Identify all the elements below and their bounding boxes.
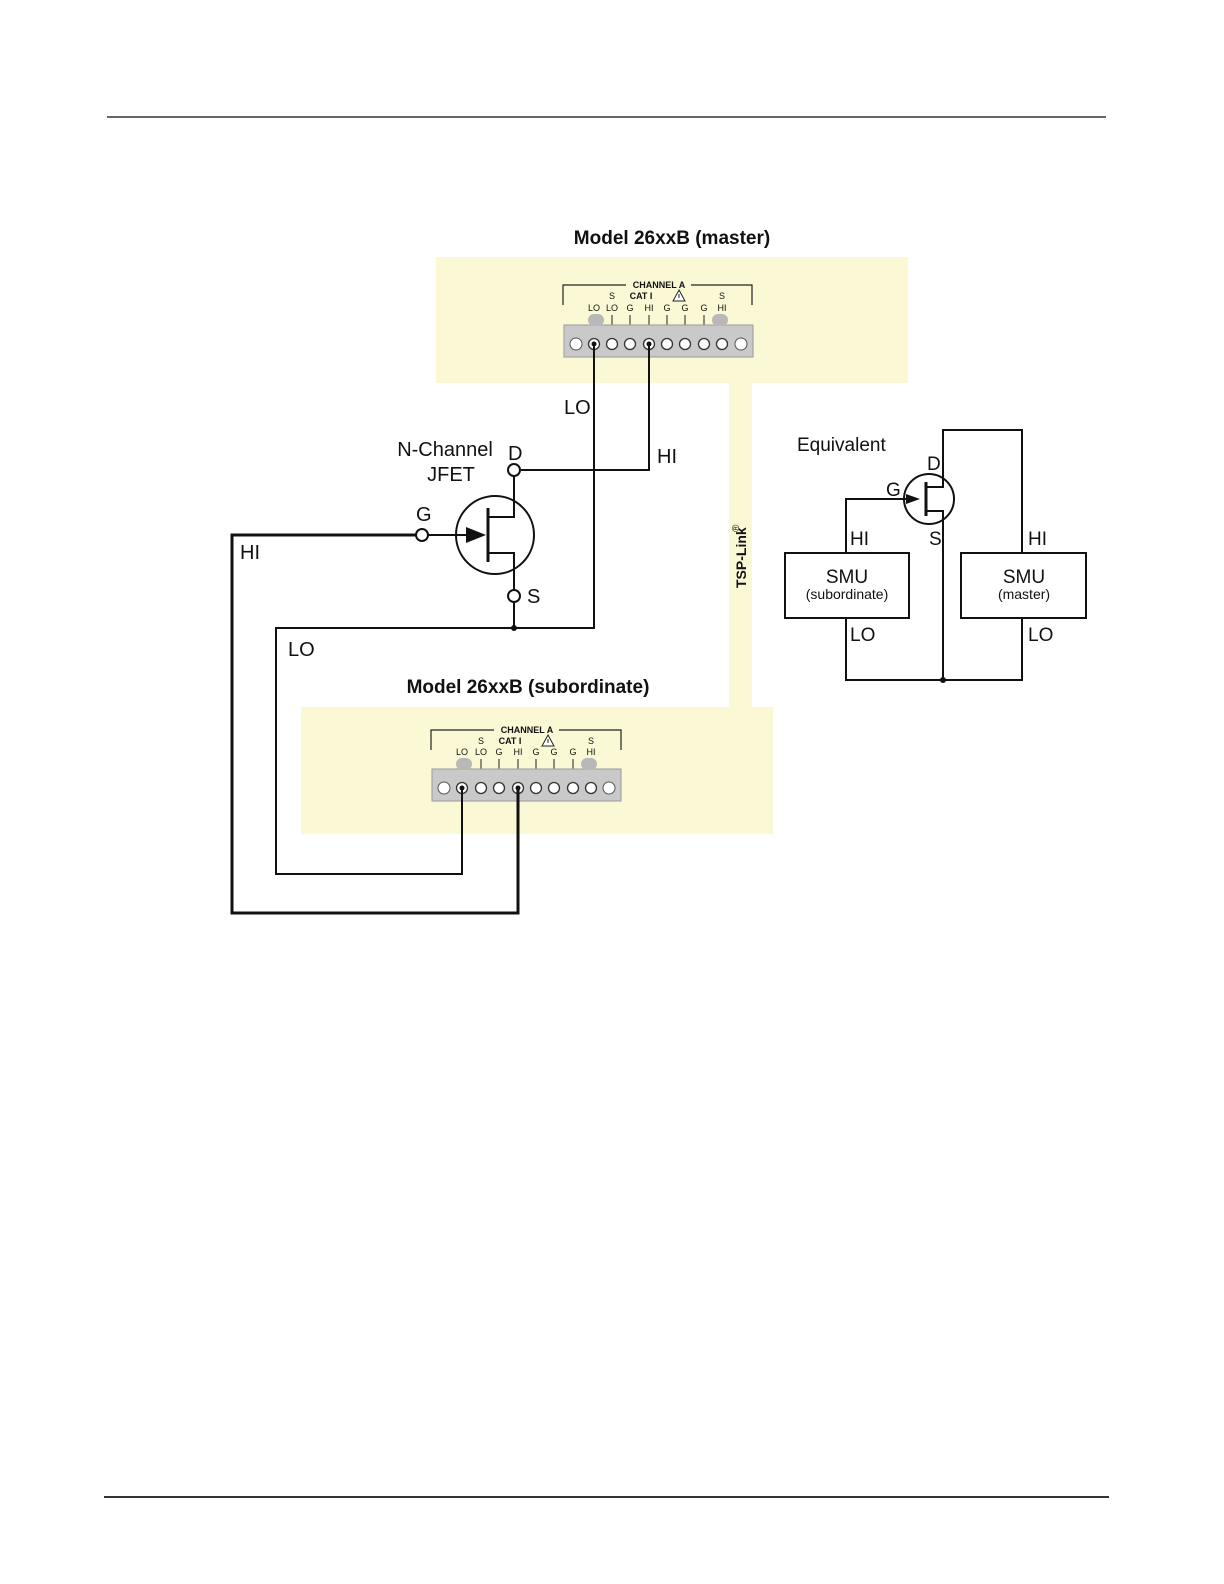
master-lo-wire	[514, 344, 594, 628]
master-terminal-label-7: G	[700, 303, 707, 313]
tsp-link-label: TSP-Link ®	[731, 524, 749, 588]
sub-channel-header: CHANNEL A	[501, 725, 554, 735]
eq-drain-label: D	[927, 454, 941, 475]
sub-sense-label-1: S	[478, 736, 484, 746]
master-terminal-label-3: G	[626, 303, 633, 313]
sub-terminal-label-4: HI	[514, 747, 523, 757]
equivalent-title: Equivalent	[797, 435, 886, 456]
master-sense-label-1: S	[609, 291, 615, 301]
master-terminal-label-4: HI	[645, 303, 654, 313]
jfet-source-node	[508, 590, 520, 602]
tsp-link-registered: ®	[731, 524, 742, 532]
master-hi-label: HI	[657, 446, 677, 468]
jfet-gate-node	[416, 529, 428, 541]
jfet-drain-node	[508, 464, 520, 476]
eq-sub-lo-label: LO	[850, 625, 875, 646]
smu-subordinate-role: (subordinate)	[806, 586, 889, 602]
tsp-link-text: TSP-Link	[733, 527, 749, 588]
jfet-gate-label: G	[416, 504, 432, 526]
master-title: Model 26xxB (master)	[574, 228, 770, 249]
jfet-name-line1: N-Channel	[397, 439, 493, 461]
sub-hi-label: HI	[240, 542, 260, 564]
eq-gate-label: G	[886, 480, 901, 501]
sub-terminal-label-5: G	[532, 747, 539, 757]
sub-cat-label: CAT I	[499, 736, 522, 746]
eq-lo-junction	[940, 677, 946, 683]
master-terminal-label-1: LO	[588, 303, 600, 313]
eq-master-lo-label: LO	[1028, 625, 1053, 646]
master-sense-label-2: S	[719, 291, 725, 301]
eq-master-hi-label: HI	[1028, 529, 1047, 550]
equivalent-circuit: Equivalent D G S SMU (subordinate) SMU (…	[785, 430, 1086, 683]
sub-terminal-label-3: G	[495, 747, 502, 757]
subordinate-title: Model 26xxB (subordinate)	[407, 677, 650, 698]
sub-terminal-label-8: HI	[587, 747, 596, 757]
smu-subordinate-name: SMU	[826, 567, 868, 588]
master-cat-label: CAT I	[630, 291, 653, 301]
jfet-drain-label: D	[508, 443, 522, 465]
sub-terminal-label-7: G	[569, 747, 576, 757]
master-panel	[436, 257, 908, 383]
eq-sub-hi-label: HI	[850, 529, 869, 550]
eq-source-label: S	[929, 529, 942, 550]
smu-master-name: SMU	[1003, 567, 1045, 588]
source-junction	[511, 625, 517, 631]
sub-terminal-label-1: LO	[456, 747, 468, 757]
sub-terminal-label-2: LO	[475, 747, 487, 757]
sub-terminal-label-6: G	[550, 747, 557, 757]
jfet-source-label: S	[527, 586, 540, 608]
sub-sense-label-2: S	[588, 736, 594, 746]
master-terminal-label-8: HI	[718, 303, 727, 313]
master-channel-header: CHANNEL A	[633, 280, 686, 290]
sub-lo-label: LO	[288, 639, 315, 661]
jfet-name-line2: JFET	[427, 464, 475, 486]
master-terminal-label-6: G	[681, 303, 688, 313]
master-lo-label: LO	[564, 397, 591, 419]
master-terminal-label-2: LO	[606, 303, 618, 313]
master-terminal-label-5: G	[663, 303, 670, 313]
smu-master-role: (master)	[998, 586, 1050, 602]
